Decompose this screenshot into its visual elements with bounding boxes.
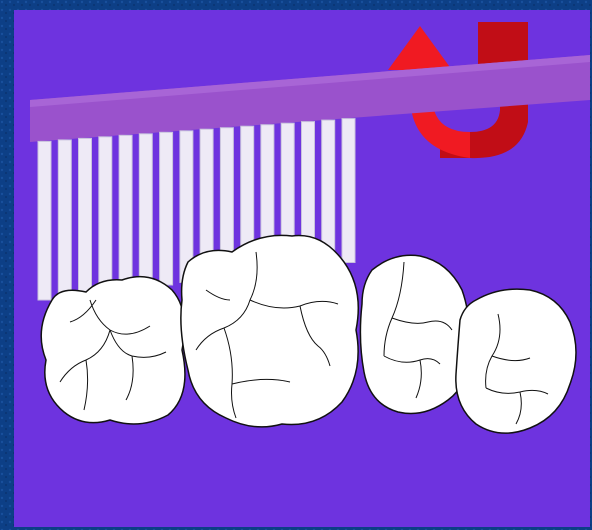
bristle <box>58 140 71 298</box>
molar-1 <box>41 277 185 424</box>
bristle <box>99 137 112 293</box>
bristle <box>79 138 92 295</box>
bristle <box>160 132 173 285</box>
premolar-1 <box>360 255 469 413</box>
bristle <box>139 134 152 288</box>
bristle <box>342 119 355 263</box>
bristle <box>38 141 51 300</box>
molar-2 <box>181 235 358 427</box>
bristle <box>119 135 132 290</box>
